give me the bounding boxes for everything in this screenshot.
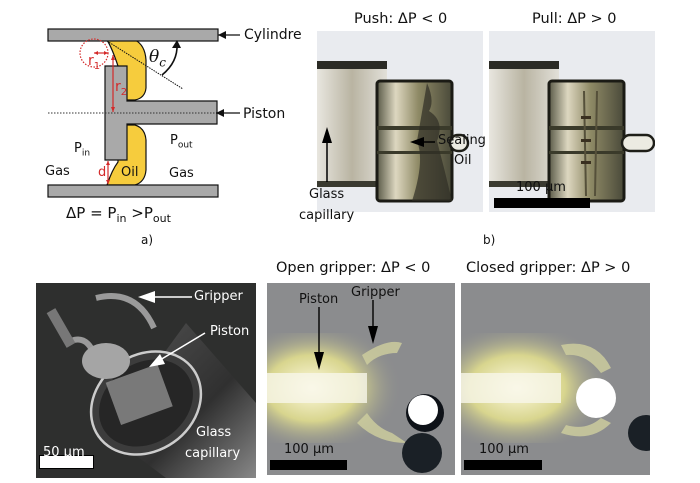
caption-a: a) bbox=[141, 233, 154, 247]
sem-piston-label: Piston bbox=[210, 324, 250, 339]
theta-text: θ bbox=[149, 47, 160, 67]
p-in-subscript: in bbox=[81, 148, 91, 159]
gas-right-label: Gas bbox=[169, 166, 194, 181]
gas-left-label: Gas bbox=[45, 164, 70, 179]
r1-label: r1 bbox=[88, 54, 100, 72]
push-image bbox=[317, 61, 470, 203]
r1-text: r bbox=[88, 53, 94, 69]
glass-label-1: Glass bbox=[309, 187, 345, 202]
closed-scale-label: 100 µm bbox=[479, 442, 529, 457]
sealing-label-1: Sealing bbox=[438, 133, 486, 148]
glass-label-2: capillary bbox=[299, 208, 355, 223]
cylinder-label: Cylindre bbox=[244, 27, 302, 43]
pull-scale-label: 100 µm bbox=[516, 180, 566, 195]
sem-image bbox=[36, 283, 256, 478]
open-gripper-image bbox=[267, 333, 444, 473]
equation-sub-in: in bbox=[116, 212, 127, 225]
pull-micrograph: 100 µm bbox=[489, 31, 655, 212]
pull-scale-bar bbox=[494, 198, 590, 208]
p-out-subscript: out bbox=[177, 140, 193, 151]
r2-text: r bbox=[115, 79, 121, 95]
r2-label: r2 bbox=[115, 80, 127, 98]
closed-gripper-title: Closed gripper: ΔP > 0 bbox=[466, 260, 631, 276]
open-gripper-micrograph: 100 µm bbox=[267, 283, 455, 475]
r1-subscript: 1 bbox=[93, 60, 101, 72]
equation-mid: >P bbox=[126, 204, 153, 222]
piston-seal-diagram bbox=[47, 28, 240, 198]
d-label: d bbox=[98, 165, 107, 180]
sem-scale-label: 50 µm bbox=[43, 445, 85, 460]
panel-a-schematic: Cylindre Piston r1 r2 θc Pin Pout Gas Ga… bbox=[0, 0, 302, 250]
theta-label: θc bbox=[149, 47, 166, 70]
piston-body bbox=[104, 65, 218, 161]
equation-sub-out: out bbox=[152, 212, 171, 225]
closed-scale-bar bbox=[464, 460, 542, 470]
p-out-text: P bbox=[170, 133, 178, 148]
open-scale-label: 100 µm bbox=[284, 442, 334, 457]
push-micrograph bbox=[317, 31, 483, 212]
open-gripper-title: Open gripper: ΔP < 0 bbox=[276, 260, 431, 276]
sem-scale-bar bbox=[39, 455, 94, 469]
sem-glass-label-1: Glass bbox=[196, 425, 232, 440]
equation-prefix: ΔP = P bbox=[66, 204, 117, 222]
caption-b: b) bbox=[483, 233, 496, 247]
open-scale-bar bbox=[270, 460, 347, 470]
sem-gripper-label: Gripper bbox=[194, 289, 243, 304]
pull-image bbox=[489, 61, 655, 203]
sem-gripper-render bbox=[46, 293, 256, 478]
p-in-label: Pin bbox=[74, 142, 90, 159]
pressure-equation: ΔP = Pin >Pout bbox=[66, 204, 171, 225]
p-out-label: Pout bbox=[170, 134, 193, 151]
theta-subscript: c bbox=[159, 55, 166, 70]
open-gripper-label: Gripper bbox=[351, 285, 400, 300]
oil-label: Oil bbox=[121, 165, 139, 180]
open-piston-label: Piston bbox=[299, 292, 339, 307]
cylinder-bottom-wall bbox=[47, 184, 219, 198]
closed-gripper-micrograph: 100 µm bbox=[461, 283, 650, 475]
closed-gripper-image bbox=[461, 333, 650, 451]
piston-label: Piston bbox=[243, 106, 286, 122]
pull-title: Pull: ΔP > 0 bbox=[532, 11, 617, 27]
p-in-text: P bbox=[74, 141, 82, 156]
cylinder-top-wall bbox=[47, 28, 219, 42]
sem-glass-label-2: capillary bbox=[185, 446, 241, 461]
r2-subscript: 2 bbox=[120, 86, 128, 98]
sealing-label-2: Oil bbox=[454, 153, 472, 168]
push-title: Push: ΔP < 0 bbox=[354, 11, 448, 27]
